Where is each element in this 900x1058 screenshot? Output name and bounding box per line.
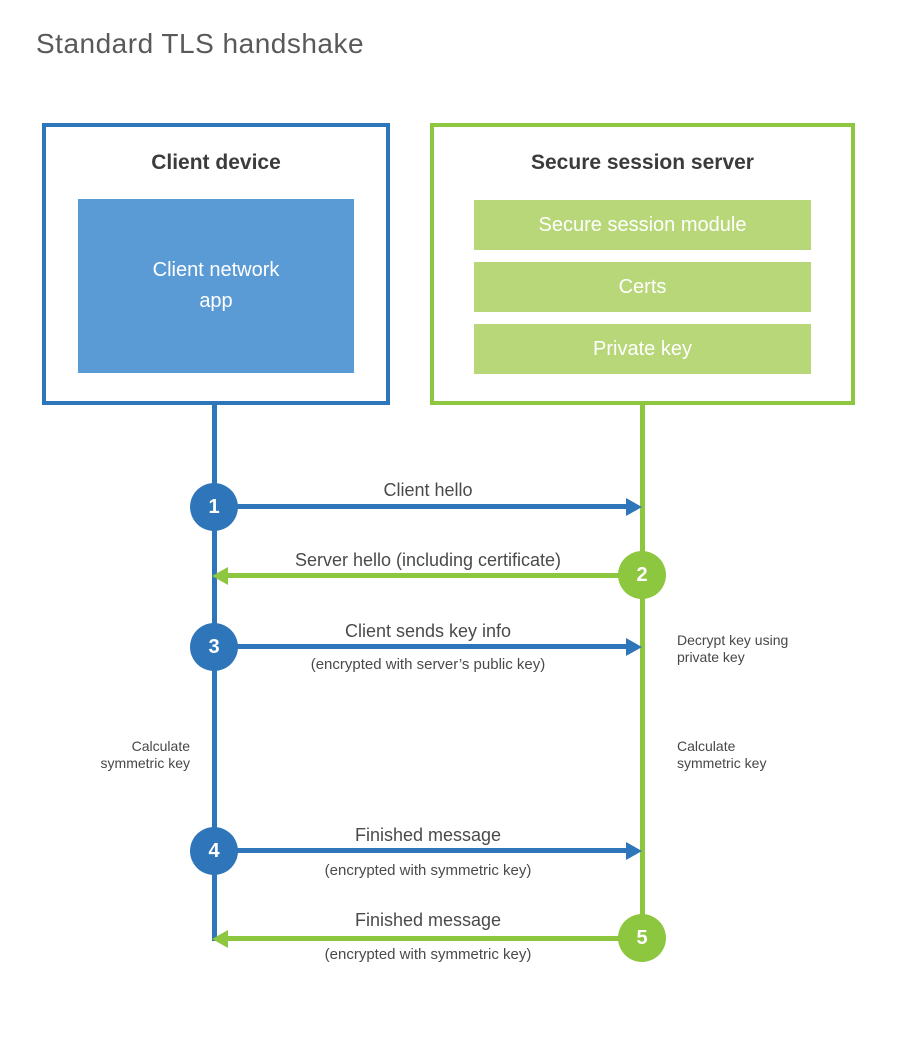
step-2-arrow-line (228, 573, 642, 578)
step-2-arrowhead-icon (212, 567, 228, 585)
step-1-arrowhead-icon (626, 498, 642, 516)
step-3-arrow-line (214, 644, 626, 649)
client-network-app-box: Client network app (78, 199, 354, 373)
client-lifeline (212, 401, 217, 941)
client-device-title: Client device (151, 151, 281, 174)
server-lifeline (640, 401, 645, 938)
calculate-symmetric-key-note-server: Calculate symmetric key (677, 738, 767, 772)
secure-session-module-bar: Secure session module (474, 200, 811, 250)
step-4-sublabel: (encrypted with symmetric key) (324, 862, 532, 879)
step-1-circle: 1 (190, 483, 238, 531)
step-1-label: Client hello (383, 480, 473, 500)
step-3-label: Client sends key info (344, 621, 512, 641)
server-title: Secure session server (531, 151, 754, 174)
step-4-arrow-line (214, 848, 626, 853)
step-4-label: Finished message (354, 825, 502, 845)
page-title: Standard TLS handshake (36, 28, 365, 59)
decrypt-key-note: Decrypt key using private key (677, 632, 789, 666)
step-5-circle: 5 (618, 914, 666, 962)
private-key-bar: Private key (474, 324, 811, 374)
secure-session-server-box: Secure session server Secure session mod… (430, 123, 855, 405)
step-2-circle: 2 (618, 551, 666, 599)
step-4-arrowhead-icon (626, 842, 642, 860)
step-4-circle: 4 (190, 827, 238, 875)
client-device-box: Client device Client network app (42, 123, 390, 405)
step-5-arrowhead-icon (212, 930, 228, 948)
calculate-symmetric-key-note-client: Calculate symmetric key (100, 738, 190, 772)
certs-bar: Certs (474, 262, 811, 312)
step-5-arrow-line (228, 936, 642, 941)
step-5-label: Finished message (354, 910, 502, 930)
step-5-sublabel: (encrypted with symmetric key) (324, 946, 532, 963)
step-2-label: Server hello (including certificate) (294, 550, 562, 570)
step-3-sublabel: (encrypted with server’s public key) (310, 656, 546, 673)
step-3-circle: 3 (190, 623, 238, 671)
step-1-arrow-line (214, 504, 626, 509)
step-3-arrowhead-icon (626, 638, 642, 656)
